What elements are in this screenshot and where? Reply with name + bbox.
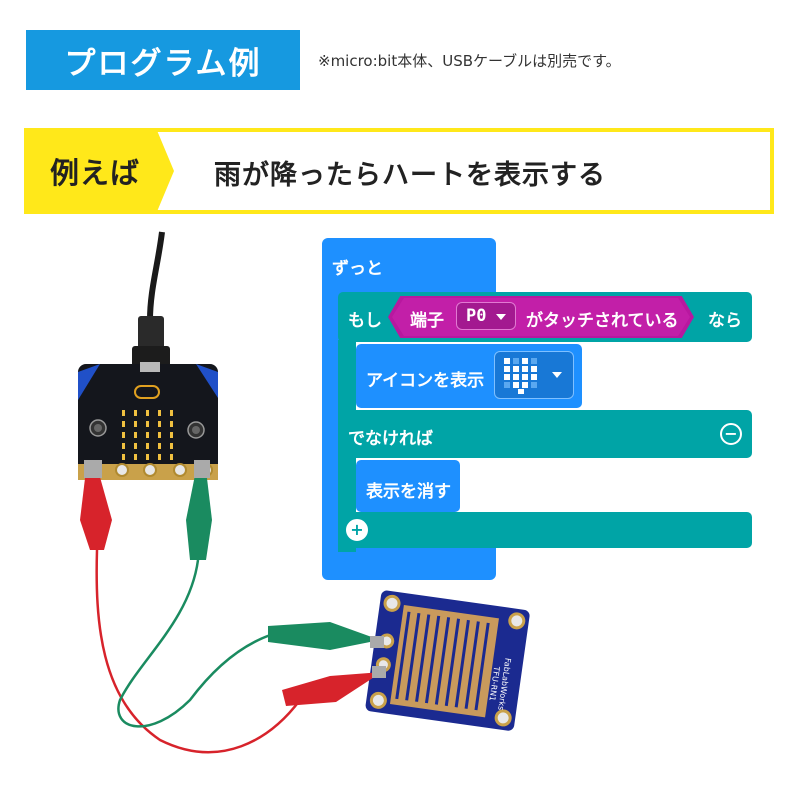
- forever-block-bottom: [322, 548, 496, 580]
- show-icon-label: アイコンを表示: [366, 371, 485, 391]
- red-wire: [95, 549, 301, 754]
- forever-label: ずっと: [332, 259, 383, 279]
- green-wire: [117, 559, 281, 728]
- red-clip-2: [282, 666, 386, 706]
- forever-block[interactable]: [322, 238, 496, 294]
- red-clip-1: [80, 460, 112, 550]
- usb-cable: [147, 231, 165, 321]
- chevron-down-icon: [496, 314, 506, 320]
- remove-else-button[interactable]: −: [720, 423, 742, 445]
- heart-icon: [504, 358, 537, 394]
- else-bar: [338, 410, 752, 458]
- green-clip-2: [268, 622, 384, 650]
- sold-separately-note: ※micro:bit本体、USBケーブルは別売です。: [318, 52, 621, 70]
- forever-block-side: [322, 290, 342, 552]
- clear-screen-label: 表示を消す: [366, 482, 451, 502]
- rain-sensor-board: FabLabWorks TFU-RN1: [365, 590, 530, 731]
- if-label: もし: [348, 311, 382, 331]
- usb-plug: [138, 316, 164, 352]
- example-tag: 例えば: [24, 128, 174, 214]
- green-clip-1: [186, 460, 212, 560]
- add-elseif-button[interactable]: +: [346, 519, 368, 541]
- clear-screen-block[interactable]: [356, 460, 460, 512]
- then-label: なら: [708, 311, 742, 331]
- touch-prefix-label: 端子: [410, 311, 444, 331]
- pin-dropdown[interactable]: [456, 302, 516, 330]
- pin-dropdown-value: P0: [466, 306, 487, 326]
- pin-touched-block-face: [392, 298, 690, 336]
- touch-suffix-label: がタッチされている: [526, 311, 679, 331]
- microbit-board: [78, 362, 218, 480]
- example-description: 雨が降ったらハートを表示する: [214, 160, 606, 191]
- chevron-down-icon: [552, 372, 562, 378]
- else-label: でなければ: [348, 429, 433, 449]
- page-title: プログラム例: [26, 30, 300, 90]
- if-block-end: [338, 512, 752, 548]
